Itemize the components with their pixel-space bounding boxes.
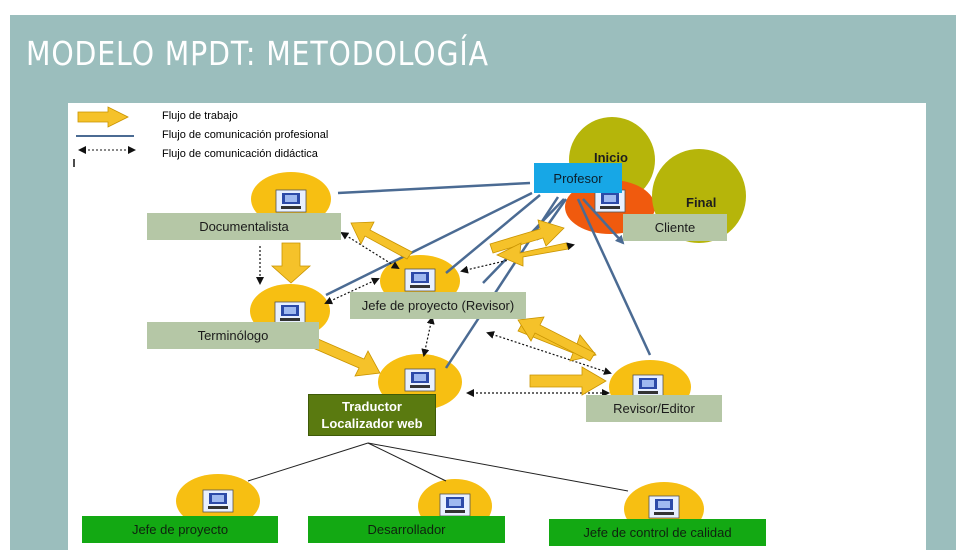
team-connector-lines (247, 442, 629, 492)
computer-user-icon (594, 189, 626, 213)
documentalista-box: Documentalista (147, 213, 341, 240)
work-flow-arrows (270, 219, 607, 396)
legend-label-didactic-flow: Flujo de comunicación didáctica (162, 148, 318, 160)
legend-label-work-flow: Flujo de trabajo (162, 110, 238, 122)
terminologo-box: Terminólogo (147, 322, 319, 349)
slide-title: MODELO MPDT: METODOLOGÍA (26, 34, 489, 73)
computer-user-icon (404, 368, 436, 392)
inicio-label: Inicio (594, 150, 628, 165)
final-label: Final (686, 195, 717, 210)
desarrollador-box: Desarrollador (308, 516, 505, 543)
legend (73, 106, 136, 167)
computer-user-icon (632, 374, 664, 398)
traductor-label: Traductor (342, 399, 402, 414)
computer-user-icon (274, 301, 306, 325)
computer-user-icon (275, 189, 307, 213)
localizador-web-label: Localizador web (321, 416, 423, 431)
legend-label-professional-flow: Flujo de comunicación profesional (162, 129, 329, 141)
diagram-panel: Flujo de trabajo Flujo de comunicación p… (68, 103, 926, 550)
cliente-box: Cliente (623, 214, 727, 241)
computer-user-icon (202, 489, 234, 513)
traductor-box: Traductor Localizador web (308, 394, 436, 436)
profesor-box: Profesor (534, 163, 622, 193)
computer-user-icon (439, 493, 471, 517)
jefe-proyecto-box: Jefe de proyecto (82, 516, 278, 543)
legend-work-flow-icon (77, 106, 129, 128)
computer-user-icon (404, 268, 436, 292)
revisor-editor-box: Revisor/Editor (586, 395, 722, 422)
jefe-control-calidad-box: Jefe de control de calidad (549, 519, 766, 546)
computer-user-icon (648, 495, 680, 519)
jefe-proyecto-revisor-box: Jefe de proyecto (Revisor) (350, 292, 526, 319)
